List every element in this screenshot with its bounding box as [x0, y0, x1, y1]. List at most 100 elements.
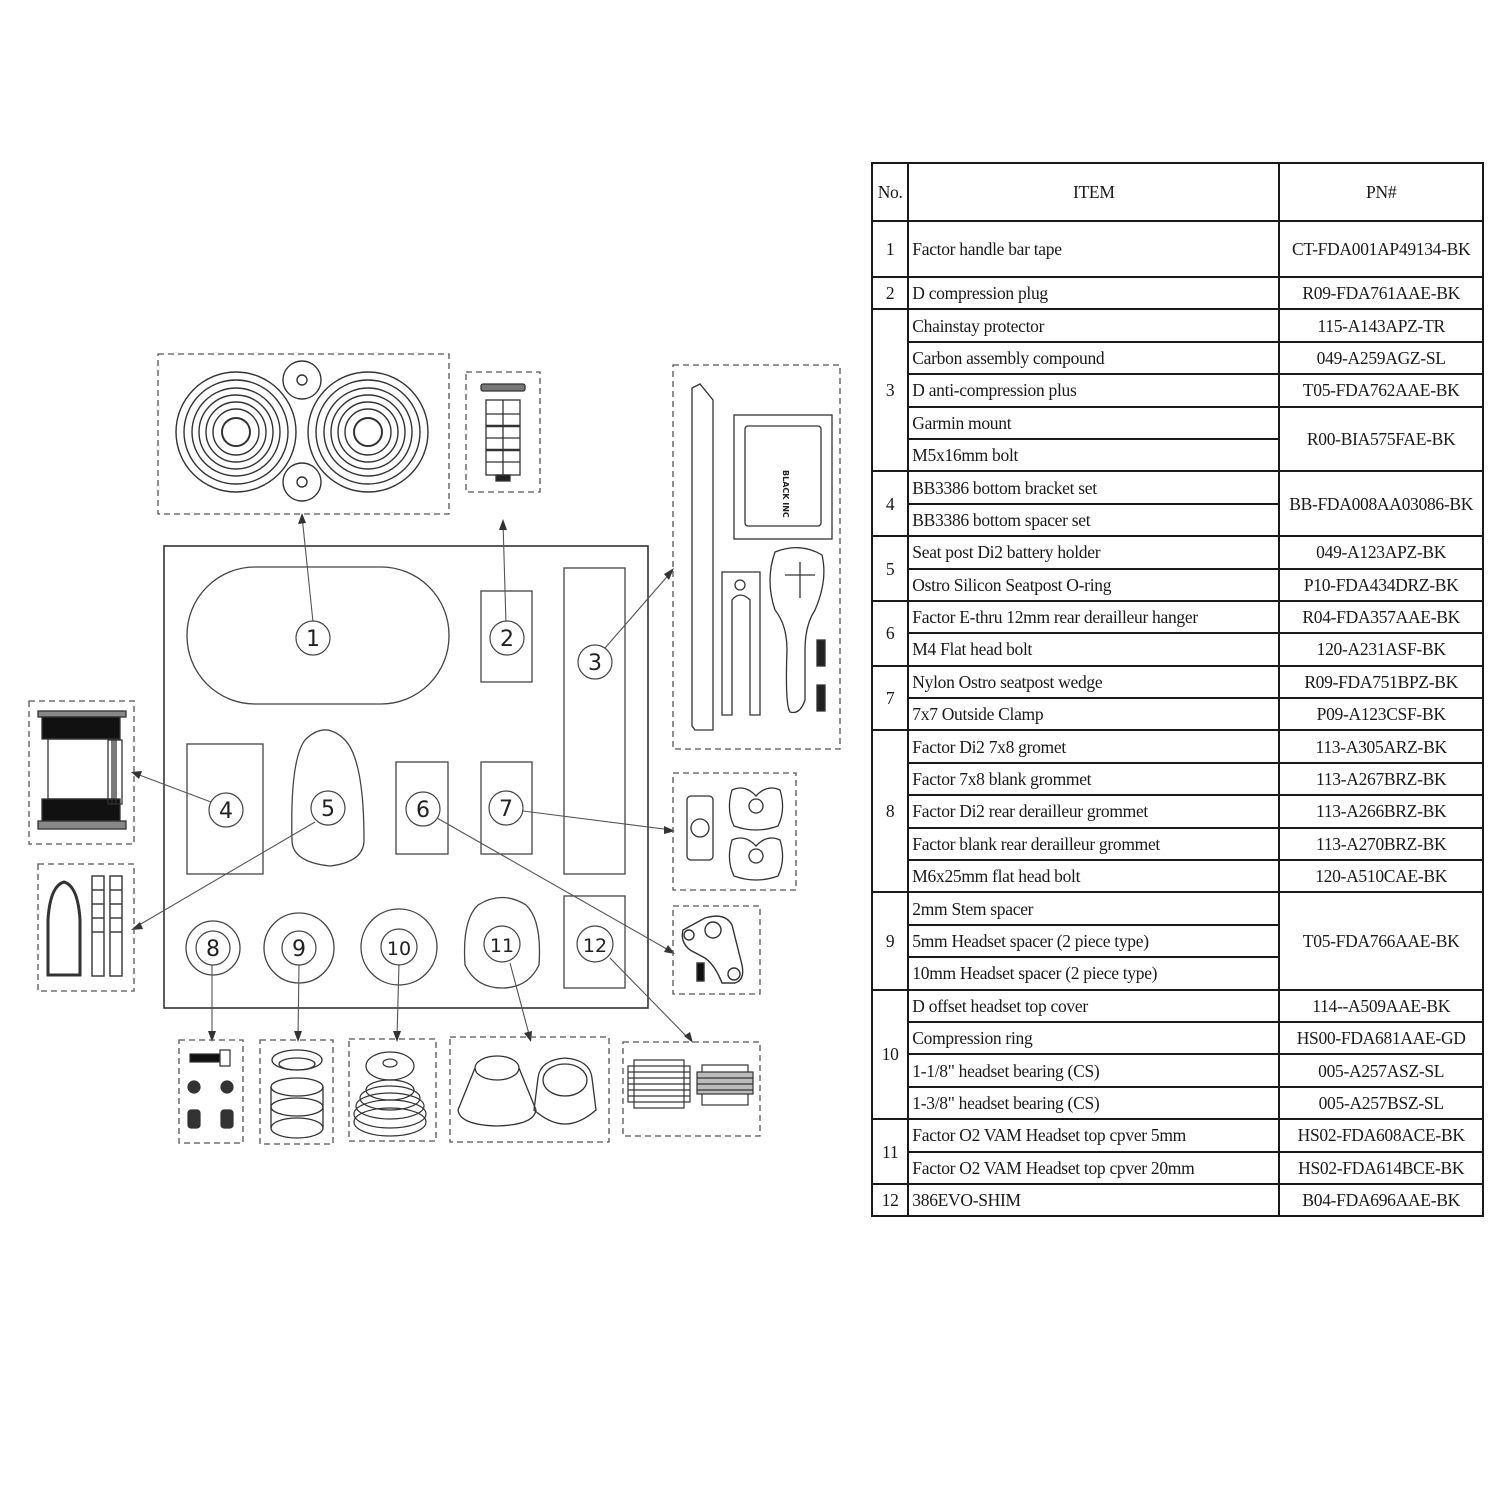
balloon-6 [405, 791, 441, 827]
balloon-2 [489, 620, 525, 656]
part-number: 113-A266BRZ-BK [1278, 794, 1484, 829]
arrow-heads [131, 513, 693, 1043]
part-number: 049-A123APZ-BK [1278, 535, 1484, 570]
part-number: CT-FDA001AP49134-BK [1278, 220, 1484, 278]
svg-text:2: 2 [500, 627, 514, 652]
item-number: 9 [870, 891, 910, 991]
item-description: 10mm Headset spacer (2 piece type) [907, 956, 1281, 991]
item-number: 6 [870, 599, 910, 667]
headset-cover-drawing [353, 1051, 427, 1137]
part-number: T05-FDA766AAE-BK [1278, 891, 1484, 991]
bottom-bracket-drawing [37, 710, 127, 830]
item-description: Carbon assembly compound [907, 340, 1281, 376]
svg-text:1: 1 [306, 627, 320, 652]
battery-holder-drawing [46, 875, 123, 977]
item-description: 1-1/8" headset bearing (CS) [907, 1053, 1281, 1088]
svg-text:11: 11 [490, 935, 514, 957]
part-number: 005-A257ASZ-SL [1278, 1053, 1484, 1088]
item-number: 7 [870, 664, 910, 732]
part-number: HS02-FDA614BCE-BK [1278, 1150, 1484, 1185]
part-number: HS00-FDA681AAE-GD [1278, 1020, 1484, 1056]
balloons [195, 620, 614, 966]
top-covers-drawing [457, 1055, 597, 1127]
derailleur-hanger-drawing [681, 915, 744, 984]
svg-text:4: 4 [219, 799, 233, 824]
item-description: M4 Flat head bolt [907, 632, 1281, 667]
item-number: 8 [870, 729, 910, 894]
part-number: BB-FDA008AA03086-BK [1278, 470, 1484, 538]
item-number: 4 [870, 470, 910, 538]
tray-outline [163, 545, 649, 1009]
item-description: Garmin mount [907, 405, 1281, 440]
part-number: B04-FDA696AAE-BK [1278, 1182, 1484, 1218]
item-description: Nylon Ostro seatpost wedge [907, 664, 1281, 700]
svg-text:5: 5 [321, 797, 335, 822]
item-description: 5mm Headset spacer (2 piece type) [907, 923, 1281, 959]
cutout-3 [563, 567, 626, 875]
item-description: Seat post Di2 battery holder [907, 535, 1281, 570]
item-description: Factor 7x8 blank grommet [907, 761, 1281, 797]
item-number: 2 [870, 275, 910, 311]
item-description: 7x7 Outside Clamp [907, 697, 1281, 732]
table-row: M5x16mm bolt [872, 437, 1483, 473]
svg-text:3: 3 [588, 651, 602, 676]
cutout-6 [395, 761, 449, 855]
balloon-labels: 1 2 3 4 5 6 7 8 9 10 11 12 [206, 627, 607, 962]
svg-text:8: 8 [206, 937, 220, 962]
item-description: BB3386 bottom spacer set [907, 502, 1281, 538]
detail-boxes [28, 353, 841, 1145]
item-description: BB3386 bottom bracket set [907, 470, 1281, 505]
item-number: 5 [870, 535, 910, 602]
exploded-parts-drawing: 1 2 3 4 5 6 7 8 9 10 11 12 [28, 353, 841, 1145]
balloon-8 [195, 930, 231, 966]
part-number: R04-FDA357AAE-BK [1278, 599, 1484, 635]
cutout-12 [563, 895, 626, 989]
part-number: 120-A231ASF-BK [1278, 632, 1484, 667]
item-description: M5x16mm bolt [907, 437, 1281, 473]
item-number: 3 [870, 308, 910, 473]
header-pn: PN# [1278, 162, 1484, 222]
svg-text:BLACK INC: BLACK INC [781, 470, 790, 518]
part-number: HS02-FDA608ACE-BK [1278, 1118, 1484, 1153]
item-description: Chainstay protector [907, 308, 1281, 343]
part-number: 113-A305ARZ-BK [1278, 729, 1484, 764]
spacers-drawing [270, 1049, 324, 1139]
svg-text:6: 6 [416, 798, 430, 823]
table-row: 1-1/8" headset bearing (CS)005-A257ASZ-S… [872, 1053, 1484, 1088]
part-number: 120-A510CAE-BK [1278, 859, 1484, 894]
shim-drawing [627, 1059, 754, 1109]
item-description: D offset headset top cover [907, 988, 1281, 1023]
part-number: R09-FDA751BPZ-BK [1278, 664, 1484, 700]
cutout-10 [360, 908, 438, 986]
svg-text:9: 9 [292, 937, 306, 962]
part-number: 113-A270BRZ-BK [1278, 826, 1484, 862]
balloon-3 [577, 644, 613, 680]
part-number: P10-FDA434DRZ-BK [1278, 567, 1484, 602]
part-number: 114--A509AAE-BK [1278, 988, 1484, 1023]
balloon-11 [483, 925, 521, 963]
cutout-1 [186, 566, 450, 705]
balloon-9 [281, 930, 317, 966]
item-description: Factor handle bar tape [907, 220, 1281, 278]
compression-plug-drawing [480, 383, 526, 482]
item-description: Factor E-thru 12mm rear derailleur hange… [907, 599, 1281, 635]
part-number: T05-FDA762AAE-BK [1278, 373, 1484, 408]
table-row: BB3386 bottom spacer set [872, 502, 1483, 538]
svg-text:10: 10 [387, 938, 411, 960]
